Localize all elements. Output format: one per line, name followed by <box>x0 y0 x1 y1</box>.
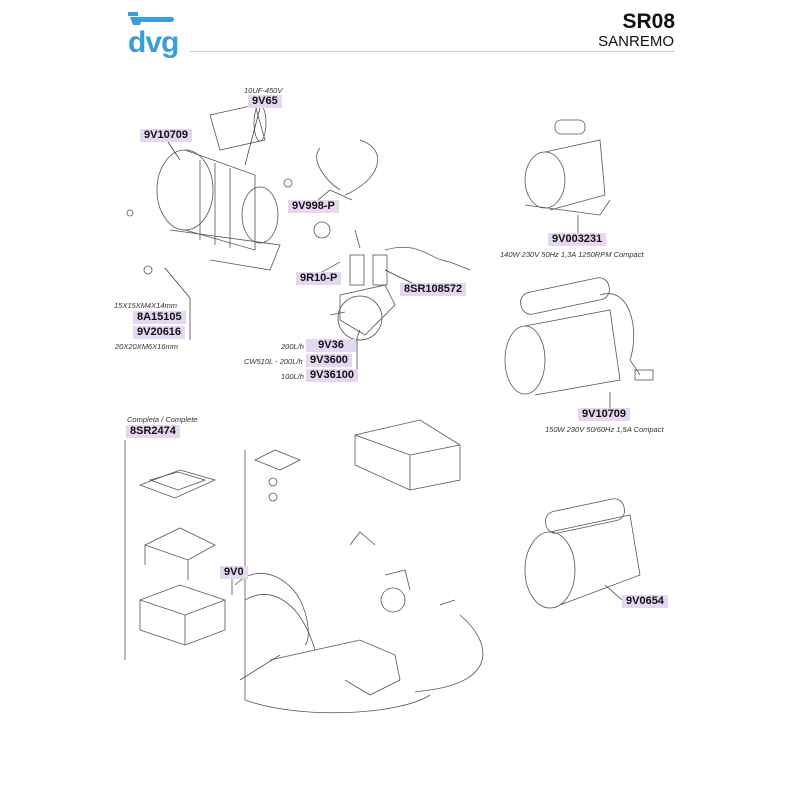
brand-name: SANREMO <box>598 33 674 50</box>
motor-spec-9v003231: 140W 230V 50Hz 1,3A 1250RPM Compact <box>500 250 644 259</box>
part-label-9v20616[interactable]: 9V20616 <box>133 326 186 339</box>
screw-spec-9v20616: 20X20XM6X16mm <box>115 342 178 351</box>
motor-spec-9v10709: 150W 230V 50/60Hz 1,5A Compact <box>545 425 664 434</box>
part-label-9v65[interactable]: 9V65 <box>248 95 282 108</box>
leader-lines <box>124 107 623 660</box>
motor-9v003231-drawing <box>524 119 611 216</box>
motor-9v0654-drawing <box>524 498 641 609</box>
part-label-9v998p[interactable]: 9V998-P <box>288 200 339 213</box>
part-label-9v36[interactable]: 9V36 <box>306 339 356 352</box>
complete-caption: Completa / Complete <box>127 415 198 424</box>
part-label-9v10709-pump-motor[interactable]: 9V10709 <box>140 129 193 142</box>
control-box-assembly-drawing <box>138 419 484 714</box>
part-label-9r10p[interactable]: 9R10-P <box>296 272 342 285</box>
part-label-8sr108572[interactable]: 8SR108572 <box>400 283 467 296</box>
part-label-8a15105[interactable]: 8A15105 <box>133 311 186 324</box>
pump-head-drawing <box>329 254 396 341</box>
part-label-9v36100[interactable]: 9V36100 <box>306 369 359 382</box>
flow-spec-9v36: 200L/h <box>281 342 304 351</box>
part-label-9v0[interactable]: 9V0 <box>220 566 248 579</box>
flow-spec-9v36100: 100L/h <box>281 372 304 381</box>
capacitor-spec: 10UF-450V <box>244 86 283 95</box>
part-label-8sr2474[interactable]: 8SR2474 <box>126 425 180 438</box>
part-label-9v0654[interactable]: 9V0654 <box>622 595 668 608</box>
screw-spec-8a15105: 15X15XM4X14mm <box>114 301 177 310</box>
part-label-9v10709-motor[interactable]: 9V10709 <box>578 408 631 421</box>
pump-motor-drawing <box>156 149 281 271</box>
capacitor-drawing <box>209 104 267 151</box>
part-label-9v3600[interactable]: 9V3600 <box>306 354 352 367</box>
logo: dvg <box>128 26 179 59</box>
motor-9v10709-drawing <box>504 277 654 396</box>
flow-spec-9v3600: CW510L - 200L/h <box>244 357 303 366</box>
header-divider <box>190 51 675 52</box>
model-title: SR08 <box>622 10 675 33</box>
part-label-9v003231[interactable]: 9V003231 <box>548 233 607 246</box>
